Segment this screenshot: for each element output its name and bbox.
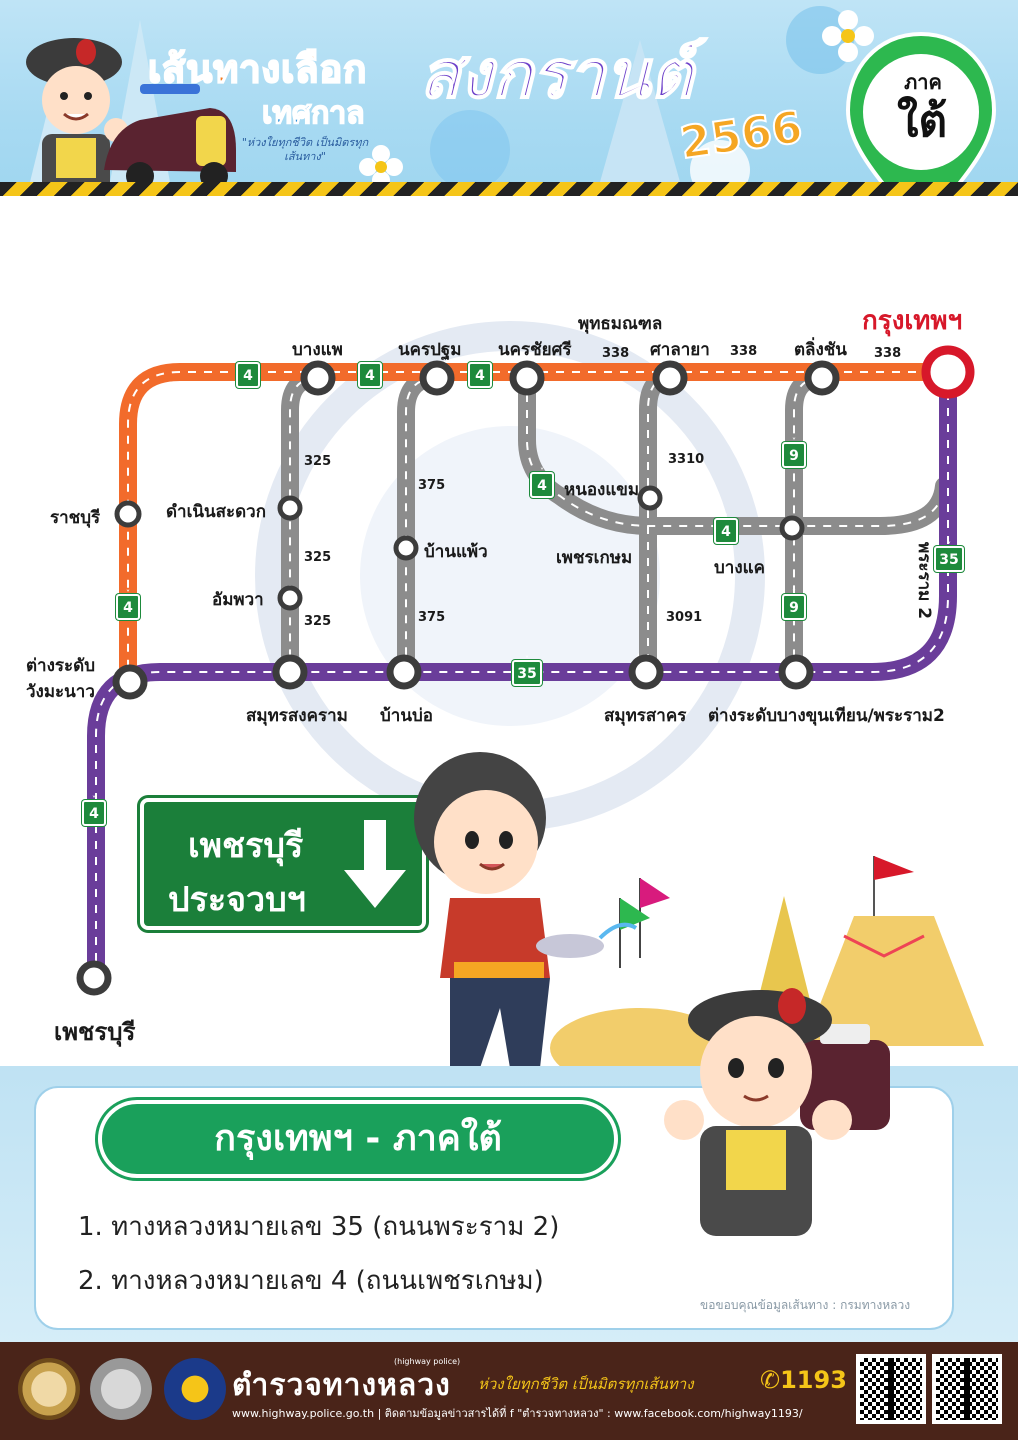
place-taling-chan: ตลิ่งชัน [794,340,847,360]
node-damnoen-saduak [277,495,303,521]
road-number-325: 325 [304,454,332,469]
place-ban-phaeo: บ้านแพ้ว [424,542,488,562]
node-samut-songkhram [272,654,308,690]
data-credit: ขอขอบคุณข้อมูลเส้นทาง : กรมทางหลวง [700,1298,911,1312]
region-prefix: ภาค [904,70,942,94]
route-shield-35: 35 [934,541,964,572]
highway-police-badge-icon [164,1358,226,1420]
place-nakhon-chai-si: นครชัยศรี [498,340,572,360]
festival-title: สงกรานต์ [419,34,694,114]
header-slogan: "ห่วงใยทุกชีวิต เป็นมิตรทุกเส้นทาง" [241,136,369,163]
sign-line2: ประจวบฯ [168,880,306,920]
temple-decoration [30,6,854,196]
hotline: ✆1193 [760,1366,847,1394]
sign-line1: เพชรบุรี [188,826,304,866]
node-bang-khun-thian [778,654,814,690]
route-shield-4: 4 [82,795,106,826]
place-bang-khun-thian: ต่างระดับบางขุนเทียน/พระราม2 [708,706,945,726]
node-samut-sakhon [628,654,664,690]
node-nong-khaem [637,485,663,511]
title-line1: เส้นทางเลือก [147,46,368,92]
footer-slogan: ห่วงใยทุกชีวิต เป็นมิตรทุกเส้นทาง [478,1375,694,1393]
route-shield-4: 4 [468,357,492,388]
place-phetkasem: เพชรเกษม [556,548,633,568]
node-ratchaburi [114,500,142,528]
node-nakhon-chai-si [509,360,545,396]
place-bang-khae: บางแค [714,558,765,578]
place-ratchaburi: ราชบุรี [50,508,101,528]
node-bang-khae [779,515,805,541]
place-ban-bo: บ้านบ่อ [380,706,433,726]
route-shield-4: 4 [236,357,260,388]
node-sala-ya [652,360,688,396]
place-bang-phae: บางแพ [292,340,343,360]
qr-code-facebook-icon[interactable] [932,1354,1002,1424]
node-wang-manao [112,664,148,700]
title-line2: เทศกาล [261,95,365,132]
map-pin-icon [845,31,997,196]
direction-sign: เพชรบุรี ประจวบฯ [140,798,426,930]
destination-label: เพชรบุรี [54,1018,136,1046]
place-sala-ya: ศาลายา [650,340,710,360]
road-number-3310: 3310 [668,452,705,467]
place-nakhon-pathom: นครปฐม [398,340,462,360]
phone-icon: ✆ [760,1366,781,1394]
route-map: กรุงเทพฯ บางแพ นครปฐม นครชัยศรี พุทธมณฑล… [0,196,1018,1066]
road-number-338: 338 [602,346,630,361]
region-name: ใต้ [896,96,948,147]
road-network [76,345,975,996]
officer-mascot-icon [664,988,890,1236]
footer-web-links[interactable]: www.highway.police.go.th | ติดตามข้อมูลข… [232,1407,803,1420]
road-number-3091: 3091 [666,610,703,625]
footer-brand-en: (highway police) [394,1357,461,1366]
route-shield-4: 4 [116,589,140,620]
place-nong-khaem: หนองแขม [564,480,640,500]
place-samut-sakhon: สมุทรสาคร [604,706,687,726]
origin-label: กรุงเทพฯ [862,306,963,336]
place-wang-manao-line1: ต่างระดับ [26,656,95,676]
node-bangkok [921,345,975,399]
node-ampawa [277,585,303,611]
node-nakhon-pathom [419,360,455,396]
place-ampawa: อัมพวา [212,590,264,610]
node-taling-chan [804,360,840,396]
route-item-1: 1. ทางหลวงหมายเลข 35 (ถนนพระราม 2) [78,1212,560,1242]
officer-mascot-icon [26,38,128,196]
node-ban-bo [386,654,422,690]
place-phutthamonthon: พุทธมณฑล [578,314,663,334]
sand-pagoda-icon [754,856,984,1046]
road-number-325: 325 [304,614,332,629]
route-shield-4: 4 [530,467,554,498]
road-number-375: 375 [418,478,446,493]
route-shield-9: 9 [782,437,806,468]
place-damnoen-saduak: ดำเนินสะดวก [166,502,267,522]
qr-code-website-icon[interactable] [856,1354,926,1424]
route-shield-35: 35 [512,655,542,686]
footer-brand: ตำรวจทางหลวง [232,1368,451,1403]
road-number-375: 375 [418,610,446,625]
node-phetchaburi [76,960,112,996]
route-shield-4: 4 [714,513,738,544]
header-banner: เส้นทางเลือก เทศกาล "ห่วงใยทุกชีวิต เป็น… [0,0,1018,196]
road-number-338: 338 [874,346,902,361]
place-wang-manao-line2: วังมะนาว [26,682,95,702]
road-number-325: 325 [304,550,332,565]
route-shield-9: 9 [782,589,806,620]
hazard-stripe [0,182,1018,196]
node-ban-phaeo [393,535,419,561]
hotline-number: 1193 [780,1366,847,1394]
route-item-2: 2. ทางหลวงหมายเลข 4 (ถนนเพชรเกษม) [78,1266,544,1296]
royal-seal-icon [18,1358,80,1420]
down-arrow-icon [344,820,406,908]
node-bang-phae [300,360,336,396]
road-number-338: 338 [730,344,758,359]
police-seal-icon [90,1358,152,1420]
place-samut-songkhram: สมุทรสงคราม [246,706,348,726]
summary-heading: กรุงเทพฯ - ภาคใต้ [98,1100,618,1178]
route-shield-4: 4 [358,357,382,388]
flower-icon [822,10,874,62]
